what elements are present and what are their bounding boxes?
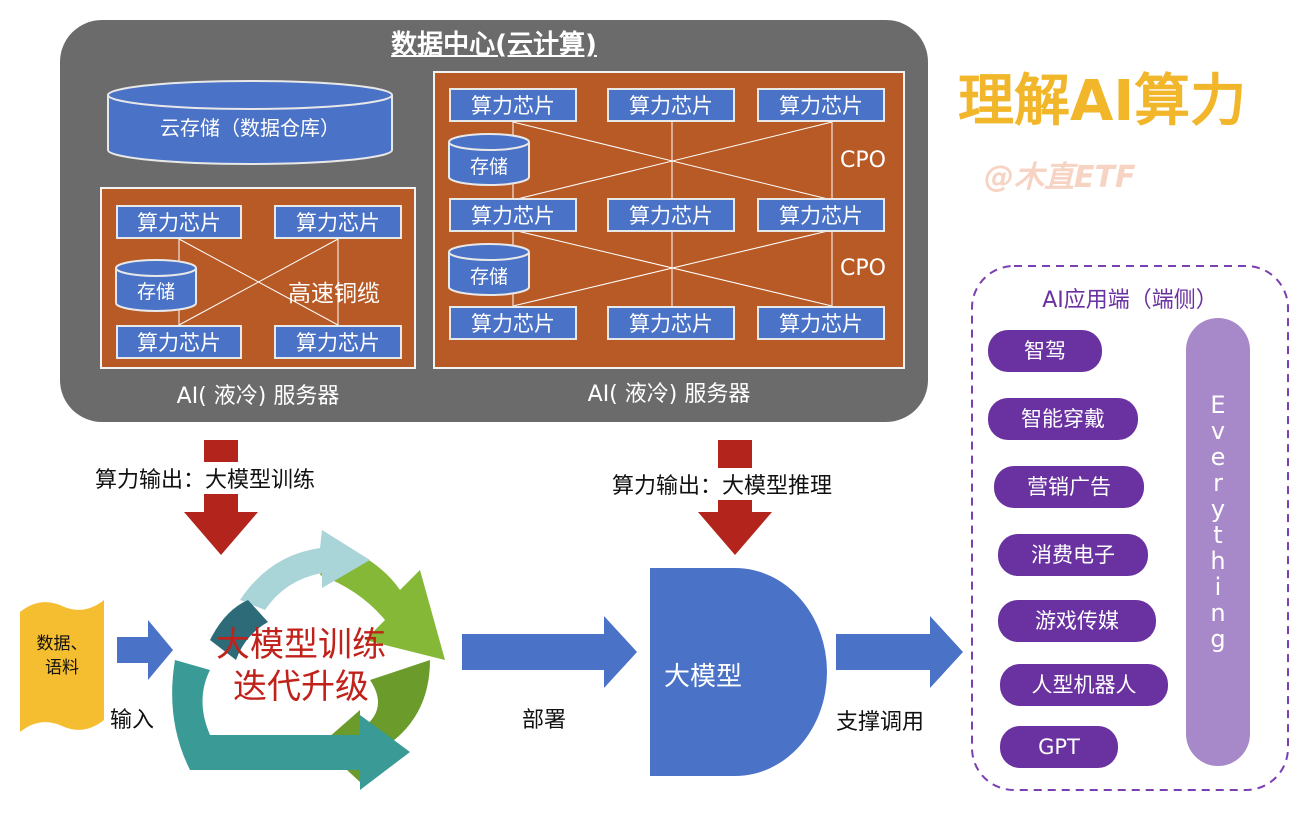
chip: 算力芯片	[274, 325, 402, 359]
datacenter-title: 数据中心(云计算)	[391, 30, 597, 60]
server-left-cables	[178, 238, 339, 326]
chip: 算力芯片	[757, 306, 885, 340]
chip: 算力芯片	[449, 88, 577, 122]
storage-cylinder-left	[115, 259, 197, 312]
arrow-input	[117, 620, 173, 680]
chip: 算力芯片	[607, 306, 735, 340]
chip: 算力芯片	[116, 205, 242, 239]
model-shape	[650, 568, 827, 776]
cpo-label: CPO	[840, 148, 886, 173]
everything-label: E v e r y t h i n g	[1210, 391, 1226, 653]
input-label: 输入	[110, 708, 155, 733]
storage-label: 存储	[136, 281, 175, 303]
watermark: @木直ETF	[984, 160, 1136, 195]
app-item-humanoid-robot: 人型机器人	[1000, 664, 1168, 706]
chip: 算力芯片	[607, 88, 735, 122]
chip: 算力芯片	[116, 325, 242, 359]
storage-cylinder-right-2	[448, 243, 530, 296]
arrow-down-training	[184, 440, 258, 555]
cpo-label: CPO	[840, 256, 886, 281]
deploy-label: 部署	[522, 708, 567, 733]
chip: 算力芯片	[449, 306, 577, 340]
app-item-consumer-electronics: 消费电子	[998, 534, 1148, 576]
storage-cylinder-right-1	[448, 133, 530, 186]
apps-panel-border	[971, 265, 1289, 791]
cycle-arrows	[172, 530, 445, 790]
storage-label: 存储	[469, 266, 508, 288]
everything-pill	[1186, 318, 1250, 766]
arrow-deploy	[462, 616, 637, 688]
chip: 算力芯片	[274, 205, 402, 239]
cloud-storage-cylinder	[107, 80, 393, 165]
apps-title: AI应用端（端侧）	[1042, 288, 1218, 313]
output-training-label: 算力输出：大模型训练	[95, 462, 316, 494]
model-label: 大模型	[664, 662, 743, 692]
cable-label: 高速铜缆	[288, 281, 380, 307]
app-item-gpt: GPT	[1000, 726, 1118, 768]
app-item-advertising: 营销广告	[994, 466, 1144, 508]
training-label: 大模型训练 迭代升级	[216, 625, 386, 707]
app-item-wearables: 智能穿戴	[988, 398, 1138, 440]
chip: 算力芯片	[449, 198, 577, 232]
page-title: 理解AI算力	[958, 69, 1247, 134]
cloud-storage-label: 云存储（数据仓库）	[160, 116, 340, 140]
chip: 算力芯片	[757, 198, 885, 232]
server-left-label: AI( 液冷) 服务器	[176, 384, 340, 409]
arrow-support	[836, 616, 963, 688]
chip: 算力芯片	[757, 88, 885, 122]
app-item-autonomous-driving: 智驾	[988, 330, 1102, 372]
support-label: 支撑调用	[836, 710, 925, 735]
chip: 算力芯片	[607, 198, 735, 232]
output-inference-label: 算力输出：大模型推理	[612, 468, 833, 500]
data-input-label: 数据、 语料	[36, 634, 88, 678]
server-right-label: AI( 液冷) 服务器	[587, 382, 751, 407]
storage-label: 存储	[469, 156, 508, 178]
data-scroll-shape	[20, 600, 104, 732]
app-item-gaming-media: 游戏传媒	[998, 600, 1156, 642]
